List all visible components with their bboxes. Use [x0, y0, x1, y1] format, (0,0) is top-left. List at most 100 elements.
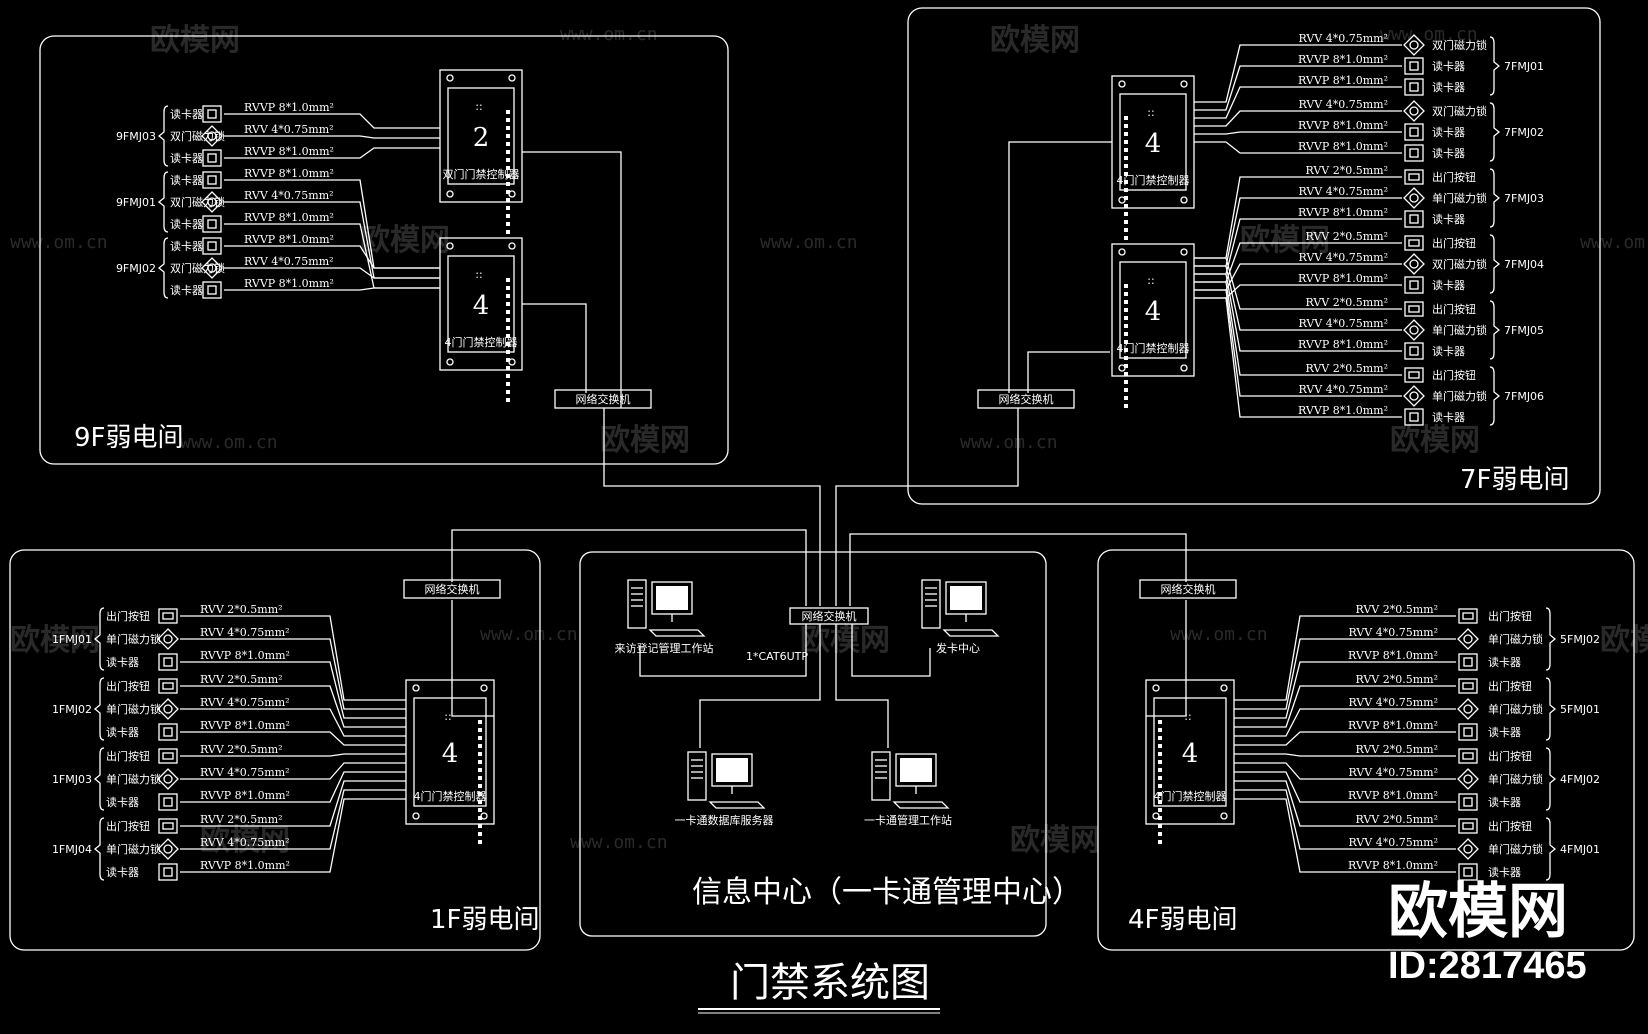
controller-label: 4门门禁控制器: [1117, 341, 1190, 355]
cable-run: [180, 638, 406, 710]
device-label: 出门按钮: [1488, 819, 1532, 833]
device-label: 读卡器: [170, 239, 203, 253]
device-label: 双门磁力锁: [1432, 257, 1487, 271]
device-label: 读卡器: [1432, 59, 1465, 73]
cable-run: [180, 771, 406, 803]
cable-spec: RVVP 8*1.0mm²: [1298, 206, 1388, 219]
cable-run: [1234, 789, 1456, 850]
cable-run: [180, 780, 406, 827]
controller-led: ::: [1147, 106, 1154, 119]
cable-run: [1194, 86, 1402, 119]
cable-spec: RVVP 8*1.0mm²: [244, 145, 334, 158]
group-bracket: [93, 677, 105, 741]
device-label: 双门磁力锁: [1432, 38, 1487, 52]
maglock-icon: [1403, 319, 1425, 341]
group-bracket: [157, 171, 169, 233]
cable-run: [1234, 638, 1456, 710]
maglock-icon: [1403, 34, 1425, 56]
cable-run: [180, 798, 406, 873]
exit-button-icon: [158, 748, 178, 764]
stamp-brand: 欧模网: [1388, 878, 1568, 945]
backbone-cabling: [451, 141, 1187, 717]
svg-text:网络交换机: 网络交换机: [802, 609, 857, 623]
watermark-url-0: www.om.cn: [560, 24, 658, 45]
card-reader-icon: [158, 653, 178, 671]
exit-button-icon: [158, 818, 178, 834]
watermark-url-4: www.om.cn: [1580, 232, 1648, 253]
group-bracket: [157, 105, 169, 167]
cable-run: [180, 661, 406, 719]
card-reader-icon: [202, 215, 222, 233]
room-frame-4f: [1097, 549, 1635, 951]
device-label: 读卡器: [1432, 80, 1465, 94]
door-code: 5FMJ02: [1560, 633, 1600, 646]
card-reader-icon: [202, 281, 222, 299]
cable-spec: RVV 2*0.5mm²: [200, 743, 283, 756]
cable-spec: RVVP 8*1.0mm²: [244, 101, 334, 114]
watermark-brand-3: 欧模网: [1240, 223, 1330, 258]
group-bracket: [1489, 234, 1501, 294]
cable-spec: RVV 2*0.5mm²: [1355, 743, 1438, 756]
controller-led: ::: [1184, 710, 1191, 723]
cable-spec: RVV 4*0.75mm²: [1348, 836, 1438, 849]
cable-run: [1234, 685, 1456, 728]
cable-spec: RVV 4*0.75mm²: [1298, 98, 1388, 111]
watermark-url-1: www.om.cn: [1380, 24, 1478, 45]
cable-run: [1234, 708, 1456, 737]
exit-button-icon: [1404, 301, 1424, 317]
computer-workstation-icon: 一卡通数据库服务器: [675, 751, 774, 827]
door-code: 1FMJ01: [52, 633, 92, 646]
svg-text:网络交换机: 网络交换机: [425, 582, 480, 596]
cable-spec: RVVP 8*1.0mm²: [1348, 649, 1438, 662]
card-reader-icon: [202, 149, 222, 167]
cable-spec: RVVP 8*1.0mm²: [1298, 404, 1388, 417]
card-reader-icon: [1404, 57, 1424, 75]
device-label: 读卡器: [106, 655, 139, 669]
group-bracket: [1489, 300, 1501, 360]
device-label: 出门按钮: [106, 679, 150, 693]
watermark-brand-10: 欧模网: [1010, 823, 1100, 858]
device-label: 读卡器: [106, 865, 139, 879]
cable-spec: RVV 4*0.75mm²: [1298, 317, 1388, 330]
stamp-id: ID:2817465: [1388, 945, 1587, 987]
card-reader-icon: [1458, 863, 1478, 881]
maglock-icon: [1403, 100, 1425, 122]
watermark-brand-0: 欧模网: [150, 23, 240, 58]
device-label: 读卡器: [1432, 410, 1465, 424]
device-label: 单门磁力锁: [1432, 323, 1487, 337]
watermark-layer: 欧模网欧模网欧模网欧模网欧模网欧模网欧模网欧模网欧模网欧模网欧模网www.om.…: [10, 23, 1648, 858]
card-reader-icon: [158, 793, 178, 811]
maglock-icon: [1403, 253, 1425, 275]
door-code: 1FMJ02: [52, 703, 92, 716]
watermark-brand-4: 欧模网: [600, 423, 690, 458]
door-code: 7FMJ03: [1504, 192, 1544, 205]
cable-run: [1234, 780, 1456, 827]
exit-button-icon: [1404, 367, 1424, 383]
group-bracket: [93, 747, 105, 811]
group-bracket: [1545, 747, 1557, 811]
cable-spec: RVV 4*0.75mm²: [244, 189, 334, 202]
device-label: 读卡器: [170, 107, 203, 121]
device-label: 单门磁力锁: [1432, 191, 1487, 205]
cable-run: [1234, 753, 1456, 757]
maglock-icon: [1403, 385, 1425, 407]
device-label: 出门按钮: [106, 749, 150, 763]
watermark-brand-7: 欧模网: [800, 623, 890, 658]
device-label: 双门磁力锁: [170, 129, 225, 143]
cable-spec: RVVP 8*1.0mm²: [1298, 74, 1388, 87]
controller-label: 4门门禁控制器: [414, 789, 487, 803]
cable-run: [1194, 297, 1402, 418]
watermark-url-5: www.om.cn: [180, 432, 278, 453]
device-label: 单门磁力锁: [106, 702, 161, 716]
device-label: 出门按钮: [1432, 170, 1476, 184]
maglock-icon: [1457, 838, 1479, 860]
workstation-label: 一卡通数据库服务器: [675, 813, 774, 827]
door-code: 9FMJ02: [116, 262, 156, 275]
card-reader-icon: [158, 863, 178, 881]
